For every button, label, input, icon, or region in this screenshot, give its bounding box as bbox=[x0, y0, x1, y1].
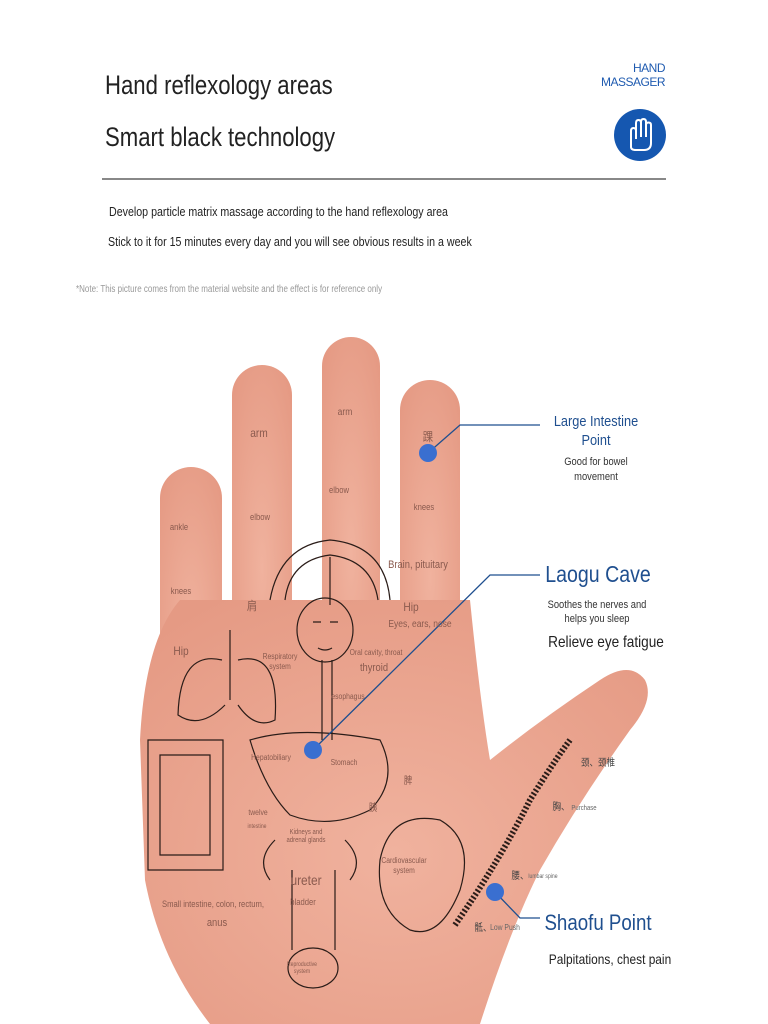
label-oral-cavity: Oral cavity, throat bbox=[349, 648, 403, 657]
label-pancreas-cn: 胰 bbox=[368, 803, 378, 814]
large-intestine-point-marker bbox=[419, 444, 437, 462]
label-eyes-ears-nose: Eyes, ears, nose bbox=[388, 619, 452, 630]
label-knees-index: knees bbox=[413, 502, 435, 512]
description-1: Develop particle matrix massage accordin… bbox=[109, 204, 448, 219]
label-esophagus: esophagus bbox=[331, 692, 365, 701]
label-small-intestine: Small intestine, colon, rectum, bbox=[161, 899, 265, 909]
label-elbow-ring: elbow bbox=[250, 512, 270, 522]
label-lumbar-cn: 腰、 bbox=[511, 871, 529, 882]
label-kidneys: Kidneys and adrenal glands bbox=[286, 829, 326, 845]
organ-drawings bbox=[147, 539, 573, 989]
brand-line1: HAND bbox=[632, 61, 666, 75]
label-neck-cn: 颈、颈椎 bbox=[581, 758, 615, 769]
shaofu-point-marker bbox=[486, 883, 504, 901]
face-outline bbox=[296, 597, 354, 663]
label-twelve: twelve bbox=[248, 808, 268, 817]
label-hip-left: Hip bbox=[173, 644, 189, 658]
label-ankle-cn: 踝 bbox=[422, 430, 434, 444]
label-spleen-cn: 脾 bbox=[403, 776, 413, 787]
label-lumbar: lumbar spine bbox=[528, 874, 558, 880]
intestines bbox=[147, 739, 224, 871]
laogu-cave-title: Laogu Cave bbox=[545, 561, 651, 587]
label-sacrum-cn: 骶、 bbox=[474, 923, 492, 934]
divider bbox=[102, 178, 666, 180]
label-respiratory: Respiratory system bbox=[262, 652, 298, 671]
label-cardiovascular: Cardiovascular system bbox=[381, 856, 427, 875]
label-bladder: bladder bbox=[290, 897, 316, 907]
hand-icon bbox=[614, 109, 666, 161]
brand-line2: MASSAGER bbox=[600, 75, 666, 89]
label-reproductive: Reproductive system bbox=[286, 962, 318, 976]
brain-outline bbox=[269, 539, 391, 601]
large-intestine-point-desc: Good for bowel movement bbox=[564, 456, 628, 483]
label-sacrum: Low Push bbox=[490, 923, 520, 932]
page-title: Hand reflexology areas bbox=[105, 70, 333, 100]
label-arm-middle: arm bbox=[337, 407, 353, 418]
reproductive-system bbox=[287, 947, 339, 989]
laogu-cave-desc-2: helps you sleep bbox=[564, 613, 630, 625]
label-chest: Purchase bbox=[571, 805, 597, 812]
disclaimer-note: *Note: This picture comes from the mater… bbox=[76, 284, 383, 295]
label-shoulder-cn: 肩 bbox=[246, 599, 258, 613]
label-arm-ring: arm bbox=[250, 426, 268, 440]
label-knees-pinky: knees bbox=[170, 586, 192, 596]
shaofu-point-desc: Palpitations, chest pain bbox=[548, 951, 672, 967]
page-subtitle: Smart black technology bbox=[105, 122, 336, 152]
large-intestine-point-title: Large Intestine Point bbox=[553, 413, 639, 449]
stomach-liver bbox=[249, 731, 389, 822]
hand-shape bbox=[140, 337, 648, 1024]
brand-name: HAND MASSAGER bbox=[600, 61, 666, 89]
leader-lines bbox=[312, 424, 540, 919]
label-anus: anus bbox=[206, 917, 228, 929]
description-2: Stick to it for 15 minutes every day and… bbox=[108, 234, 472, 249]
label-ankle: ankle bbox=[169, 522, 189, 532]
label-ureter: ureter bbox=[290, 872, 322, 888]
kidneys-ureters bbox=[263, 839, 357, 950]
label-hepatobiliary: Hepatobiliary bbox=[251, 753, 291, 762]
lungs bbox=[177, 630, 277, 724]
label-thyroid: thyroid bbox=[359, 662, 389, 674]
laogu-cave-desc-1: Soothes the nerves and bbox=[547, 599, 647, 611]
laogu-cave-extra: Relieve eye fatigue bbox=[548, 634, 664, 651]
label-chest-cn: 胸、 bbox=[552, 802, 570, 813]
label-hip-right: Hip bbox=[403, 600, 419, 614]
label-brain: Brain, pituitary bbox=[388, 559, 448, 571]
shaofu-point-title: Shaofu Point bbox=[544, 910, 652, 935]
label-intestine: intestine bbox=[247, 824, 267, 830]
laogu-point-marker bbox=[304, 741, 322, 759]
label-stomach: Stomach bbox=[330, 758, 358, 767]
spine bbox=[452, 738, 573, 927]
label-elbow-middle: elbow bbox=[329, 485, 349, 495]
heart bbox=[378, 817, 466, 933]
esophagus bbox=[321, 660, 333, 740]
